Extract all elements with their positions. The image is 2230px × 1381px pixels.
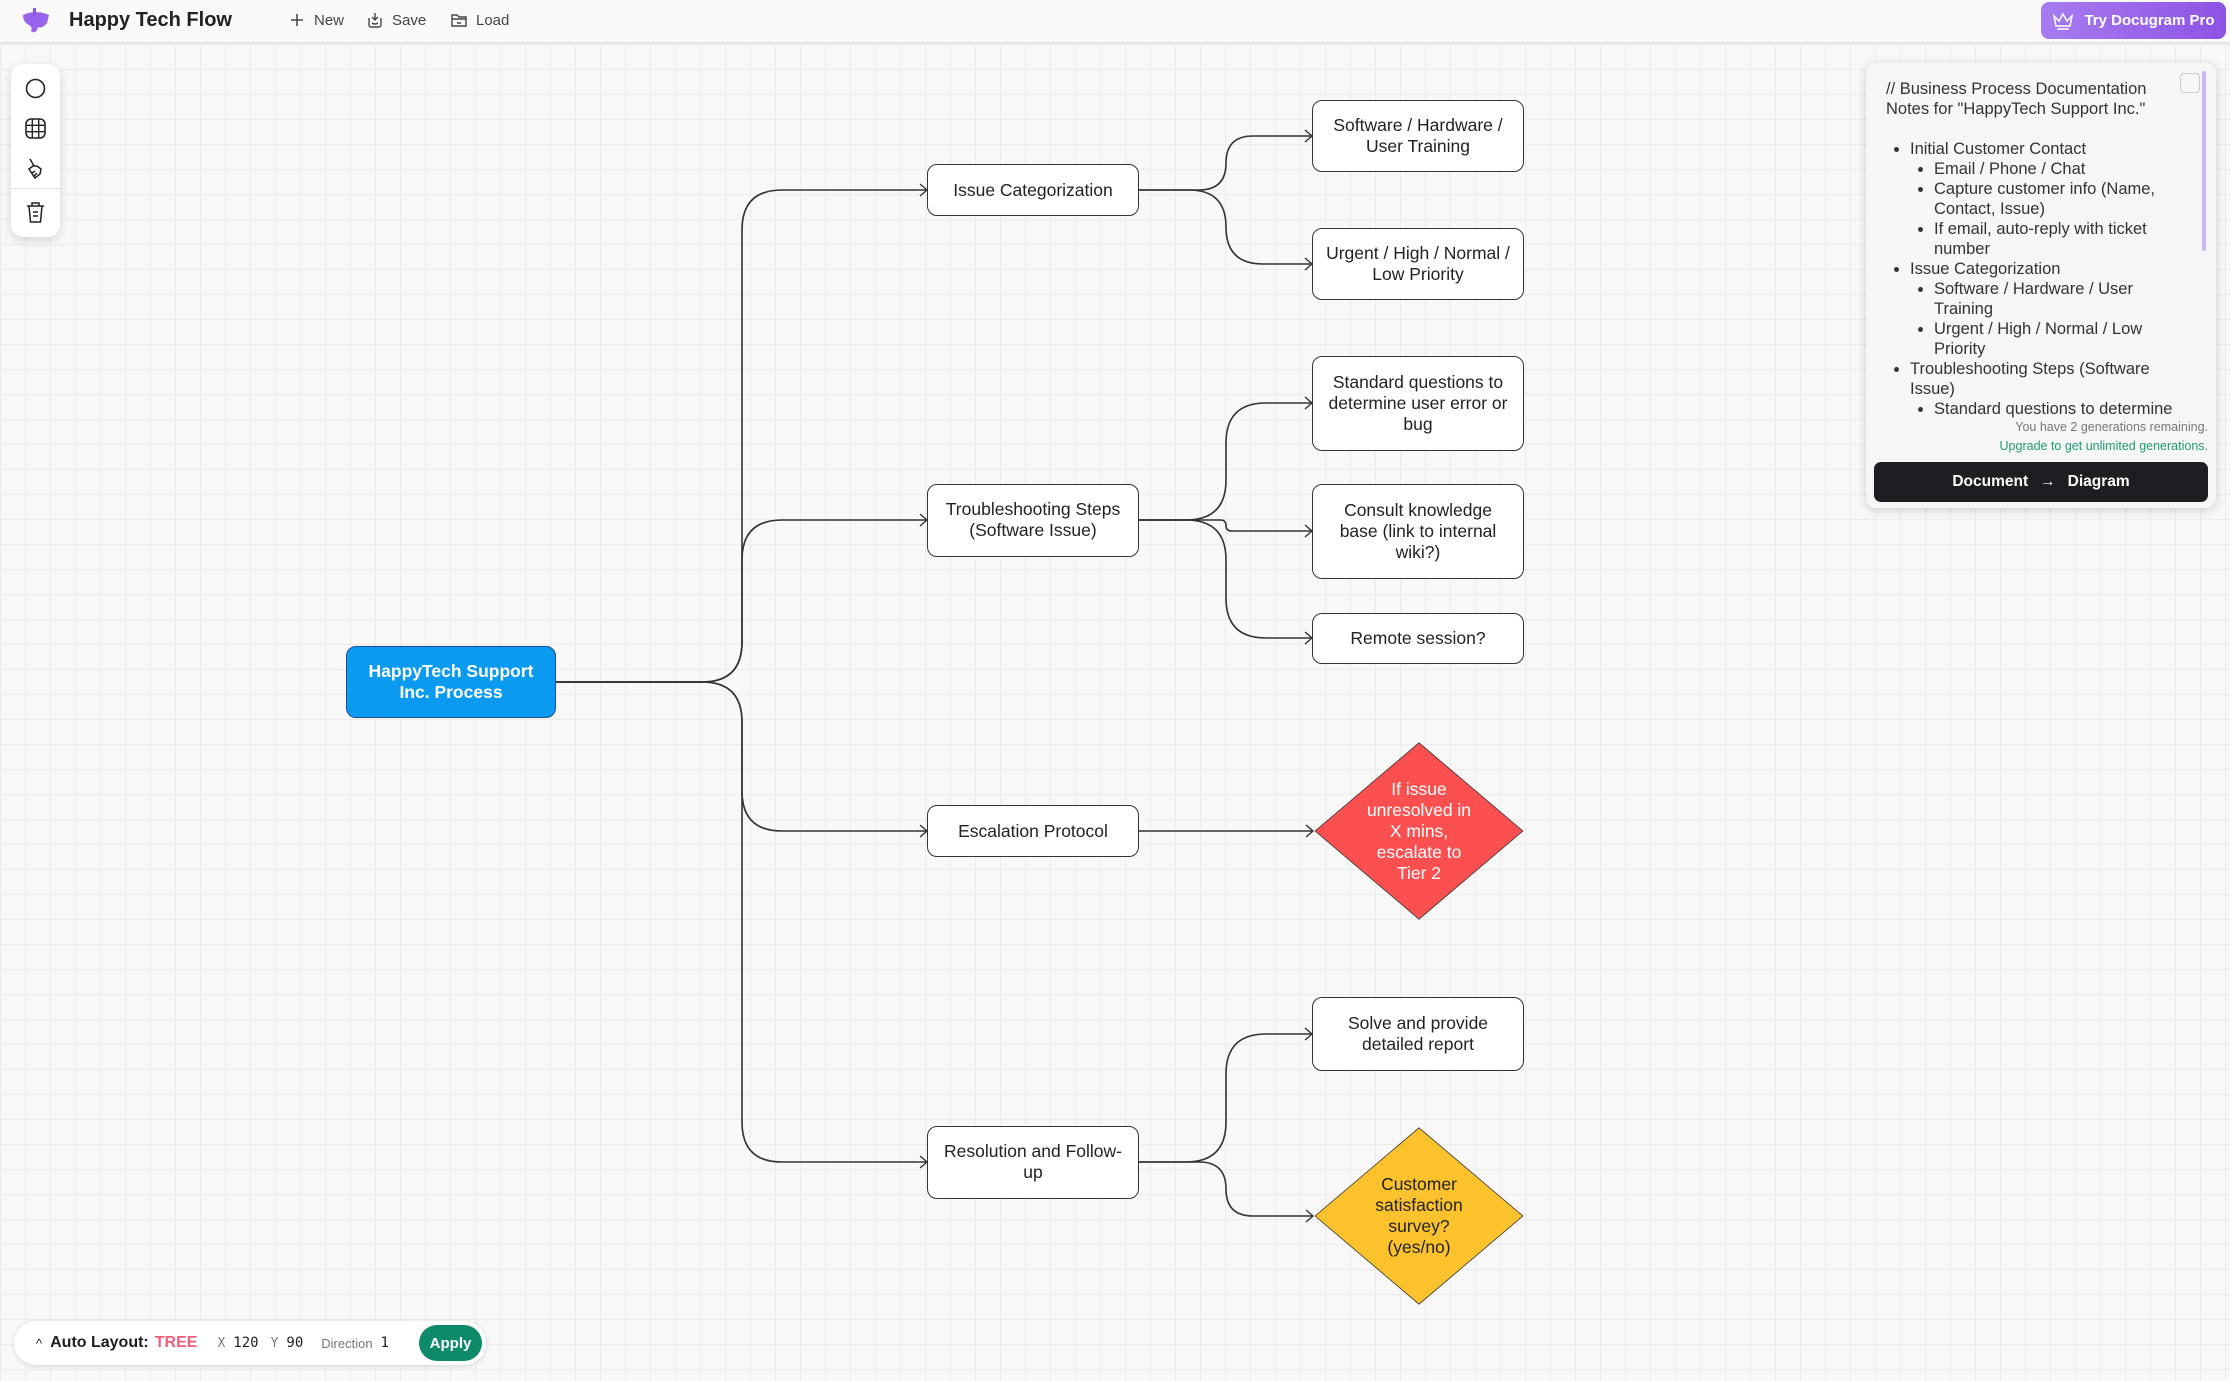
notes-item: Capture customer info (Name, Contact, Is… bbox=[1934, 179, 2186, 219]
root-node[interactable]: HappyTech Support Inc. Process bbox=[346, 646, 556, 718]
process-node[interactable]: Remote session? bbox=[1312, 612, 1524, 664]
node-label: Standard questions to determine user err… bbox=[1328, 371, 1508, 434]
notes-item: Email / Phone / Chat bbox=[1934, 159, 2186, 179]
trash-icon[interactable] bbox=[23, 200, 48, 225]
node-label: If issue unresolved in X mins, escalate … bbox=[1366, 778, 1472, 883]
button-from-label: Document bbox=[1952, 473, 2029, 490]
notes-section-title: Issue Categorization bbox=[1910, 260, 2061, 278]
notes-item: Software / Hardware / User Training bbox=[1934, 279, 2186, 319]
process-node[interactable]: Urgent / High / Normal / Low Priority bbox=[1312, 228, 1524, 300]
apply-button[interactable]: Apply bbox=[419, 1325, 482, 1361]
node-label: Software / Hardware / User Training bbox=[1333, 115, 1503, 156]
notes-list: Initial Customer ContactEmail / Phone / … bbox=[1886, 139, 2186, 419]
new-button[interactable]: New bbox=[288, 11, 344, 29]
diagram-canvas[interactable] bbox=[0, 44, 2230, 1381]
save-button[interactable]: Save bbox=[366, 11, 426, 29]
node-label: Remote session? bbox=[1350, 627, 1486, 648]
collapse-panel-icon[interactable] bbox=[2180, 73, 2200, 93]
grid-icon[interactable] bbox=[23, 116, 48, 141]
process-node[interactable]: Solve and provide detailed report bbox=[1312, 997, 1524, 1071]
node-label: Issue Categorization bbox=[953, 179, 1113, 200]
edge-resol-solve[interactable] bbox=[1139, 1033, 1312, 1163]
process-node[interactable]: Standard questions to determine user err… bbox=[1312, 355, 1524, 451]
y-label: Y bbox=[270, 1335, 279, 1351]
button-to-label: Diagram bbox=[2067, 473, 2130, 490]
panel-scrollbar[interactable] bbox=[2202, 71, 2206, 251]
notes-intro: // Business Process Documentation Notes … bbox=[1886, 80, 2147, 118]
node-label: Urgent / High / Normal / Low Priority bbox=[1326, 243, 1510, 284]
layout-mode[interactable]: TREE bbox=[154, 1334, 198, 1351]
edge-issue-sw[interactable] bbox=[1139, 135, 1312, 191]
notes-section: Troubleshooting Steps (Software Issue)St… bbox=[1910, 359, 2186, 419]
toolbar-divider bbox=[11, 188, 60, 189]
app-title: Happy Tech Flow bbox=[69, 9, 232, 31]
chevron-up-icon[interactable]: ^ bbox=[36, 1335, 43, 1351]
brush-icon[interactable] bbox=[23, 156, 48, 181]
arrow-right-icon: → bbox=[2040, 473, 2056, 490]
process-node[interactable]: Issue Categorization bbox=[927, 164, 1139, 216]
process-node[interactable]: Resolution and Follow-up bbox=[927, 1125, 1139, 1199]
edge-resol-survey[interactable] bbox=[1139, 1161, 1313, 1217]
plus-icon bbox=[291, 14, 303, 26]
load-label: Load bbox=[476, 11, 510, 29]
notes-section-title: Initial Customer Contact bbox=[1910, 140, 2087, 158]
top-header: Happy Tech Flow New Save Load Try Docugr… bbox=[0, 0, 2230, 44]
save-icon bbox=[368, 13, 382, 28]
generations-remaining: You have 2 generations remaining. bbox=[2015, 420, 2208, 434]
try-pro-label: Try Docugram Pro bbox=[2084, 12, 2215, 29]
edge-trouble-remote[interactable] bbox=[1139, 519, 1312, 639]
edge-issue-urgent[interactable] bbox=[1139, 189, 1312, 265]
notes-item: If email, auto-reply with ticket number bbox=[1934, 219, 2186, 259]
direction-label: Direction bbox=[321, 1335, 373, 1351]
node-label: Customer satisfaction survey? (yes/no) bbox=[1375, 1174, 1463, 1257]
notes-item: Urgent / High / Normal / Low Priority bbox=[1934, 319, 2186, 359]
folder-icon bbox=[451, 14, 467, 27]
notes-section-title: Troubleshooting Steps (Software Issue) bbox=[1910, 360, 2150, 398]
node-label: Resolution and Follow-up bbox=[943, 1141, 1122, 1182]
save-label: Save bbox=[392, 11, 427, 29]
y-value[interactable]: 90 bbox=[286, 1335, 304, 1351]
app-logo-icon bbox=[23, 8, 49, 33]
try-pro-button[interactable]: Try Docugram Pro bbox=[2041, 2, 2226, 39]
arrowhead-icon bbox=[1305, 824, 1315, 838]
document-to-diagram-button[interactable]: Document → Diagram bbox=[1874, 462, 2208, 502]
x-value[interactable]: 120 bbox=[233, 1335, 259, 1351]
decision-node[interactable]: Customer satisfaction survey? (yes/no) bbox=[1313, 1126, 1525, 1306]
node-label: Solve and provide detailed report bbox=[1347, 1013, 1489, 1054]
edge-root-trouble[interactable] bbox=[556, 519, 927, 683]
node-label: HappyTech Support Inc. Process bbox=[368, 661, 534, 702]
notes-item: Standard questions to determine bbox=[1934, 399, 2186, 419]
load-button[interactable]: Load bbox=[450, 11, 509, 29]
tool-palette bbox=[11, 64, 60, 237]
decision-node[interactable]: If issue unresolved in X mins, escalate … bbox=[1313, 741, 1525, 921]
auto-layout-label: Auto Layout: bbox=[50, 1334, 149, 1351]
document-panel: // Business Process Documentation Notes … bbox=[1866, 63, 2216, 508]
process-node[interactable]: Troubleshooting Steps (Software Issue) bbox=[927, 483, 1139, 557]
notes-section: Issue CategorizationSoftware / Hardware … bbox=[1910, 259, 2186, 359]
edge-root-resol[interactable] bbox=[556, 681, 927, 1163]
node-label: Escalation Protocol bbox=[958, 820, 1108, 841]
edge-trouble-standard[interactable] bbox=[1139, 402, 1312, 521]
notes-section: Initial Customer ContactEmail / Phone / … bbox=[1910, 139, 2186, 259]
node-label: Troubleshooting Steps (Software Issue) bbox=[945, 499, 1121, 540]
process-node[interactable]: Escalation Protocol bbox=[927, 805, 1139, 857]
node-label: Consult knowledge base (link to internal… bbox=[1339, 499, 1497, 562]
circle-icon[interactable] bbox=[23, 76, 48, 101]
process-node[interactable]: Software / Hardware / User Training bbox=[1312, 100, 1524, 172]
edge-trouble-consult[interactable] bbox=[1139, 519, 1312, 532]
auto-layout-bar: ^ Auto Layout: TREE X 120 Y 90 Direction… bbox=[14, 1321, 486, 1365]
crown-icon bbox=[2053, 11, 2074, 30]
upgrade-link[interactable]: Upgrade to get unlimited generations. bbox=[1999, 439, 2208, 453]
notes-editor[interactable]: // Business Process Documentation Notes … bbox=[1886, 79, 2186, 419]
direction-value[interactable]: 1 bbox=[380, 1335, 389, 1351]
x-label: X bbox=[217, 1335, 226, 1351]
process-node[interactable]: Consult knowledge base (link to internal… bbox=[1312, 483, 1524, 579]
new-label: New bbox=[314, 11, 345, 29]
arrowhead-icon bbox=[1305, 1209, 1315, 1223]
